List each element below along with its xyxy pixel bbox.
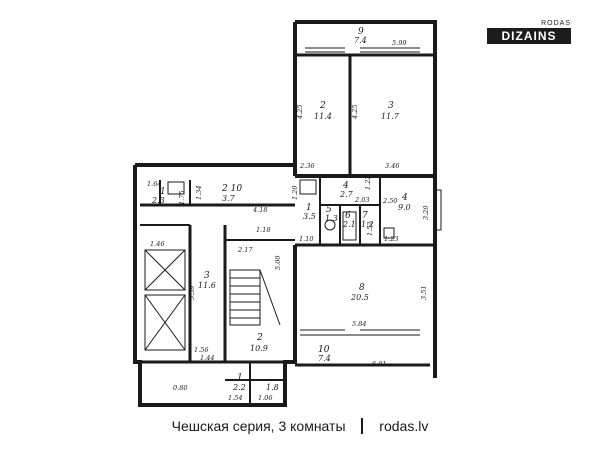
room-3b-area: 11.6	[198, 281, 216, 290]
dim-label: 1.64	[147, 180, 161, 188]
room-3-area: 11.7	[381, 112, 400, 121]
room-6-area: 2.1	[342, 220, 356, 229]
logo-top-text: RODAS	[541, 20, 571, 27]
room-11-number: 1	[237, 373, 243, 383]
rodas-dizains-logo: RODAS DIZAINS	[479, 20, 575, 46]
room-3-number: 3	[388, 101, 394, 111]
room-9-number: 9	[358, 27, 364, 37]
dim-label: 1.34	[195, 186, 203, 200]
caption-series: Чешская серия, 3 комнаты	[171, 418, 346, 434]
room-1b-number: 1	[160, 187, 166, 197]
room-3b-number: 3	[204, 271, 210, 281]
room-7-area: 1.2	[361, 220, 374, 229]
room-1b-area: 2.3	[151, 196, 165, 205]
room-10-area: 7.4	[318, 354, 331, 363]
dim-label: 1.46	[150, 240, 164, 248]
interior-walls	[140, 53, 435, 405]
window-right	[434, 189, 442, 231]
dim-label: 4.25	[351, 105, 359, 120]
room-labels: 9 7.4 2 11.4 3 11.7 4 2.7 4 9.0 1 3.5 6 …	[151, 27, 411, 392]
room-4b-area: 2.7	[339, 190, 354, 199]
caption-separator	[361, 418, 364, 434]
dim-label: 5.84	[352, 320, 366, 328]
windows	[300, 47, 420, 336]
room-10-number: 10	[318, 345, 330, 355]
room-12-number: 1.8	[266, 383, 279, 392]
dim-label: 1.22	[364, 176, 372, 190]
caption: Чешская серия, 3 комнаты rodas.lv	[0, 418, 600, 434]
room-10b-number: 2 10	[221, 184, 242, 194]
room-2-area: 11.4	[314, 112, 332, 121]
dim-label: 2.17	[237, 246, 253, 254]
room-2b-area: 10.9	[250, 344, 268, 353]
outer-walls	[133, 20, 437, 407]
room-4-number: 4	[401, 193, 408, 203]
dim-label: 3.51	[420, 286, 428, 300]
logo-main-text: DIZAINS	[487, 28, 571, 44]
room-2-number: 2	[319, 101, 326, 111]
dim-label: 1.44	[200, 354, 214, 362]
room-9-area: 7.4	[354, 36, 367, 45]
room-8-number: 8	[359, 283, 365, 293]
room-2b-number: 2	[256, 333, 263, 343]
dim-label: 1.75	[178, 191, 186, 205]
room-4b-number: 4	[342, 181, 349, 191]
dim-label: 0.80	[173, 384, 187, 392]
dim-label: 1.20	[291, 186, 299, 200]
dim-label: 1.56	[194, 346, 208, 354]
elevator-shafts	[144, 249, 186, 351]
bathroom-fixtures	[167, 179, 395, 241]
room-10b-area: 3.7	[222, 194, 236, 203]
dim-label: 1.06	[258, 394, 272, 402]
room-1-area: 3.5	[303, 212, 316, 221]
dim-label: 5.00	[274, 256, 282, 270]
stairs	[229, 269, 281, 326]
dim-label: 1.52	[366, 222, 374, 236]
dim-label: 1.23	[384, 235, 398, 243]
dim-label: 5.59	[188, 286, 196, 300]
dim-label: 2.36	[299, 162, 314, 170]
dimension-labels: 5.99 4.25 4.25 2.36 3.46 1.64 1.34 4.18 …	[147, 39, 430, 402]
dim-label: 1.18	[256, 226, 270, 234]
dim-label: 5.99	[392, 39, 406, 47]
dim-label: 1.10	[299, 235, 313, 243]
room-1-number: 1	[306, 203, 312, 213]
caption-site-link[interactable]: rodas.lv	[379, 418, 429, 434]
dim-label: 2.50	[382, 197, 397, 205]
dim-label: 6.01	[372, 360, 386, 368]
dim-label: 2.03	[354, 196, 369, 204]
floor-plan: 9 7.4 2 11.4 3 11.7 4 2.7 4 9.0 1 3.5 6 …	[133, 20, 442, 407]
dim-label: 1.54	[228, 394, 242, 402]
room-8-area: 20.5	[350, 293, 369, 302]
room-4-area: 9.0	[398, 203, 411, 212]
room-5-area: 1.3	[325, 214, 338, 223]
dim-label: 3.46	[385, 162, 399, 170]
room-6-number: 6	[345, 211, 351, 221]
room-5-number: 5	[326, 205, 332, 215]
room-7-number: 7	[362, 211, 368, 221]
dim-label: 3.20	[422, 206, 430, 220]
dim-label: 4.25	[296, 105, 304, 120]
dim-label: 4.18	[252, 206, 267, 214]
room-11-area: 2.2	[232, 383, 246, 392]
